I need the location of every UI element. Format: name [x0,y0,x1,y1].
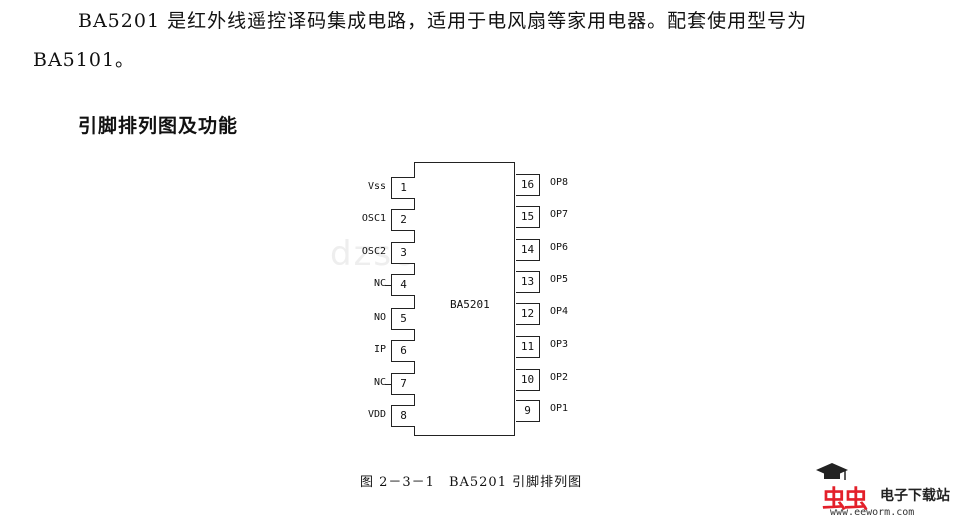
chip-body [414,162,515,436]
pin-label-11: OP3 [550,339,569,350]
figure-caption: 图 2－3－1 BA5201 引脚排列图 [360,475,583,490]
section-heading: 引脚排列图及功能 [78,115,239,137]
pin-11: 11 [516,336,540,358]
pin-label-5: NO [373,312,386,323]
pin-10: 10 [516,369,540,391]
pin-14: 14 [516,239,540,261]
pin-label-13: OP5 [550,274,569,285]
graduation-cap-icon [816,463,848,480]
pin-label-4: NC [373,278,386,289]
pin-5: 5 [391,308,415,330]
pin-13: 13 [516,271,540,293]
pin-label-10: OP2 [550,372,569,383]
pin-4: 4 [391,274,415,296]
pin-1: 1 [391,177,415,199]
intro-paragraph: BA5201 是红外线遥控译码集成电路，适用于电风扇等家用电器。配套使用型号为 … [33,2,933,80]
logo-url: www.eeworm.com [830,507,915,518]
pin-3: 3 [391,242,415,264]
pin-label-9: OP1 [550,403,569,414]
logo-site-name: 电子下载站 [880,488,950,504]
pin-label-1: Vss [367,181,386,192]
pin-12: 12 [516,303,540,325]
pin-label-16: OP8 [550,177,569,188]
site-logo: 虫虫 电子下载站 www.eeworm.com [808,461,958,519]
pin-stub-7 [385,384,392,386]
intro-line-2: BA5101。 [33,49,136,71]
pin-stub-4 [385,285,392,287]
pin-label-8: VDD [367,409,386,420]
pin-7: 7 [391,373,415,395]
chip-name: BA5201 [450,298,490,311]
pin-9: 9 [516,400,540,422]
pin-8: 8 [391,405,415,427]
pin-label-15: OP7 [550,209,569,220]
pin-label-7: NC [373,377,386,388]
pin-label-12: OP4 [550,306,569,317]
pin-label-3: OSC2 [361,246,386,257]
pin-6: 6 [391,340,415,362]
pin-label-14: OP6 [550,242,569,253]
pin-15: 15 [516,206,540,228]
logo-chars: 虫虫 [822,485,868,513]
intro-line-1: BA5201 是红外线遥控译码集成电路，适用于电风扇等家用电器。配套使用型号为 [78,10,808,32]
pin-label-6: IP [373,344,386,355]
pin-16: 16 [516,174,540,196]
pin-2: 2 [391,209,415,231]
pin-label-2: OSC1 [361,213,386,224]
